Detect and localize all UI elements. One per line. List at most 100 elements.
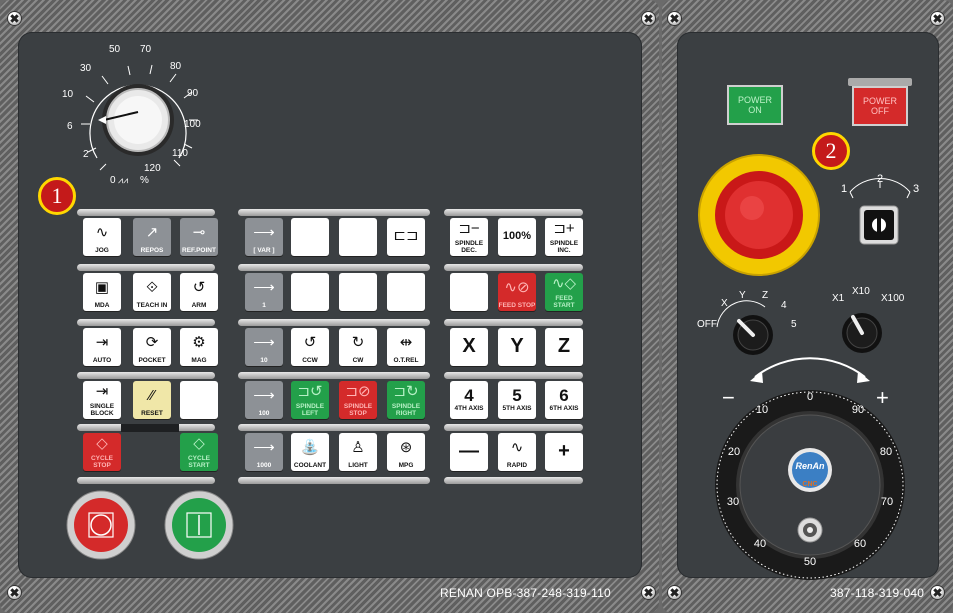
key-1000[interactable]: ⟶1000 <box>245 433 283 471</box>
key-x[interactable]: X <box>450 328 488 366</box>
screw-icon <box>8 586 21 599</box>
key-label: 100% <box>502 230 532 242</box>
key-spindle-dec[interactable]: ⊐− SPINDLE DEC. <box>450 218 488 256</box>
key-single-block[interactable]: ⇥SINGLE BLOCK <box>83 381 121 419</box>
key-slot <box>238 264 430 271</box>
key-10[interactable]: ⟶10 <box>245 328 283 366</box>
key-auto[interactable]: ⇥ AUTO <box>83 328 121 366</box>
key-label: POCKET <box>138 357 166 364</box>
key-blank-1-6[interactable] <box>387 273 425 311</box>
dial-label-120: 120 <box>144 163 161 174</box>
key-spindle-inc[interactable]: ⊐+SPINDLE INC. <box>545 218 583 256</box>
key-z[interactable]: Z <box>545 328 583 366</box>
key-mpg[interactable]: ⊛MPG <box>387 433 425 471</box>
hw-scale-60: 60 <box>854 538 866 550</box>
key-blank-1-7[interactable] <box>450 273 488 311</box>
key-label: SPINDLE DEC. <box>454 240 484 254</box>
key-mag[interactable]: ⚙MAG <box>180 328 218 366</box>
handwheel-mpg[interactable]: − + 0 10 20 30 40 50 60 70 80 90 RenAn C… <box>700 355 920 580</box>
key-label: CYCLE START <box>187 455 211 469</box>
key-blank-1-5[interactable] <box>339 273 377 311</box>
key-rapid[interactable]: ∿RAPID <box>498 433 536 471</box>
key-label: AUTO <box>92 357 112 364</box>
key-blank-0-5[interactable] <box>339 218 377 256</box>
key-label: X <box>462 335 476 357</box>
dial-label-90: 90 <box>187 88 199 99</box>
key-feed-stop[interactable]: ∿⊘FEED STOP <box>498 273 536 311</box>
key-slot <box>444 319 583 326</box>
key-repos[interactable]: ↗REPOS <box>133 218 171 256</box>
key-slot <box>77 477 215 484</box>
ccw-icon: ↺ <box>303 333 317 351</box>
axis-number: 4 <box>464 385 474 405</box>
spindle-right-icon: ⊐↻ <box>393 383 419 400</box>
power-on-button[interactable]: POWER ON <box>727 85 783 125</box>
key-spindle-left[interactable]: ⊐↺SPINDLE LEFT <box>291 381 329 419</box>
dial-label-30: 30 <box>80 63 92 74</box>
key-blank-0-6[interactable]: ⊏⊐ <box>387 218 425 256</box>
key-spindle-right[interactable]: ⊐↻SPINDLE RIGHT <box>387 381 425 419</box>
key-blank-1-4[interactable] <box>291 273 329 311</box>
feed-override-dial[interactable]: 0 2 6 10 30 50 70 80 90 100 110 120 ⩘⩘ % <box>50 40 220 190</box>
key-1[interactable]: ⟶1 <box>245 273 283 311</box>
power-off-button[interactable]: POWER OFF <box>852 86 908 126</box>
spindle-minus-icon: ⊐− <box>458 220 480 237</box>
axis-selector-knob[interactable]: OFF X Y Z 4 5 <box>695 285 805 360</box>
key-100[interactable]: ⟶100 <box>245 381 283 419</box>
axis-label-y: Y <box>739 290 746 301</box>
spindle-plus-icon: ⊐+ <box>553 220 575 237</box>
arrow-bar-icon: ⟶ <box>253 438 275 456</box>
increment-selector-knob[interactable]: X1 X10 X100 <box>826 285 936 360</box>
feed-stop-icon: ∿⊘ <box>504 278 530 296</box>
key-blank-0-4[interactable] <box>291 218 329 256</box>
key-slot <box>444 264 583 271</box>
key-coolant[interactable]: ⛲COOLANT <box>291 433 329 471</box>
key-switch[interactable]: 1 2 3 <box>838 170 928 250</box>
key-arm[interactable]: ↺ARM <box>180 273 218 311</box>
curve-arrow-icon: ↗ <box>145 223 159 241</box>
dial-unit: % <box>140 175 149 186</box>
key-label: CCW <box>302 357 318 364</box>
key-ccw[interactable]: ↺ CCW <box>291 328 329 366</box>
dial-label-50: 50 <box>109 44 121 55</box>
key-cw[interactable]: ↻CW <box>339 328 377 366</box>
key-blank[interactable]: + <box>545 433 583 471</box>
key-pocket[interactable]: ⟳POCKET <box>133 328 171 366</box>
key-label: REF.POINT <box>182 247 216 254</box>
key-blank-3-2[interactable] <box>180 381 218 419</box>
cycle-stop-icon: ◇ <box>96 435 108 452</box>
arm-icon: ↺ <box>192 278 206 296</box>
key-var[interactable]: ⟶[ VAR ] <box>245 218 283 256</box>
key-jog[interactable]: ∿JOG <box>83 218 121 256</box>
key-pos-3: 3 <box>913 183 919 195</box>
key-100[interactable]: 100% <box>498 218 536 256</box>
key-light[interactable]: ♙LIGHT <box>339 433 377 471</box>
emergency-stop-button[interactable] <box>694 150 824 280</box>
key-label: 1 <box>262 302 266 309</box>
spindle-stop-round-button[interactable] <box>66 490 136 560</box>
callout-badge-2: 2 <box>812 132 850 170</box>
key-reset[interactable]: ⁄⁄RESET <box>133 381 171 419</box>
auto-icon: ⇥ <box>95 333 109 351</box>
key-mda[interactable]: ▣MDA <box>83 273 121 311</box>
key-ref-point[interactable]: ⊸REF.POINT <box>180 218 218 256</box>
key-cycle-start[interactable]: ◇CYCLE START <box>180 433 218 471</box>
key-teach-in[interactable]: ⟐ TEACH IN <box>133 273 171 311</box>
key-feed-start[interactable]: ∿◇FEED START <box>545 273 583 311</box>
dial-label-6: 6 <box>67 121 73 132</box>
key-o-t-rel[interactable]: ⇹O.T.REL <box>387 328 425 366</box>
otrel-icon: ⇹ <box>399 333 413 351</box>
key-blank[interactable]: — <box>450 433 488 471</box>
key-spindle-stop[interactable]: ⊐⊘SPINDLE STOP <box>339 381 377 419</box>
teach-icon: ⟐ <box>146 278 158 296</box>
spindle-start-round-button[interactable] <box>164 490 234 560</box>
key-label: TEACH IN <box>136 302 168 309</box>
key-y[interactable]: Y <box>498 328 536 366</box>
key-cycle-stop[interactable]: ◇CYCLE STOP <box>83 433 121 471</box>
key-label: Y <box>510 335 524 357</box>
screw-icon <box>668 12 681 25</box>
key-slot <box>444 209 583 216</box>
